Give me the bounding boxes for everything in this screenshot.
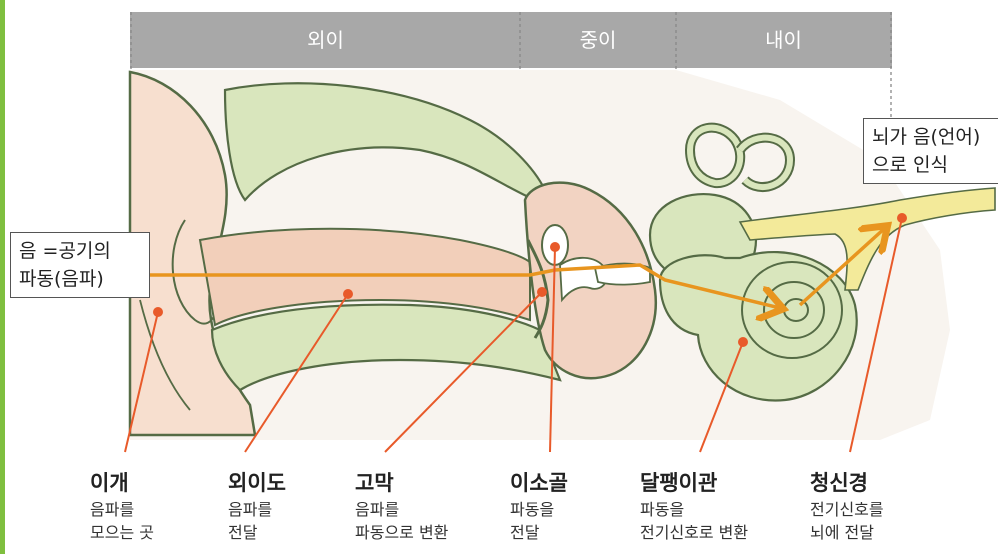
upper-cartilage	[223, 82, 547, 202]
part-desc-line2: 모으는 곳	[90, 523, 154, 542]
dot-eardrum	[537, 287, 547, 297]
part-desc-line1: 음파를	[228, 500, 273, 519]
part-name: 고막	[355, 471, 394, 495]
sound-callout-line2: 파동(음파)	[19, 268, 104, 290]
dot-pinna	[153, 307, 163, 317]
part-name: 이소골	[510, 471, 568, 495]
part-label-pinna: 이개 음파를 모으는 곳	[90, 468, 270, 544]
part-name: 달팽이관	[640, 471, 718, 495]
header-band	[130, 12, 892, 68]
part-name: 외이도	[228, 471, 286, 495]
pointer-ear-canal	[244, 293, 349, 453]
pointer-ossicles	[549, 246, 556, 453]
part-desc-line2: 전달	[510, 523, 540, 542]
dot-auditory-nerve	[897, 213, 907, 223]
part-desc-line1: 음파를	[90, 500, 135, 519]
part-desc-line2: 뇌에 전달	[810, 523, 874, 542]
part-desc-line1: 파동을	[640, 500, 685, 519]
part-label-ear-canal: 외이도 음파를 전달	[228, 468, 408, 544]
brain-callout-line2: 으로 인식	[872, 154, 948, 176]
stapes	[593, 262, 651, 286]
region-outer-ear-label: 외이	[307, 28, 344, 52]
pointer-cochlea	[699, 341, 744, 453]
brain-callout-line1: 뇌가 음(언어)	[872, 126, 981, 148]
region-inner-ear-label: 내이	[765, 28, 802, 52]
region-middle-ear-label: 중이	[579, 28, 617, 52]
semicircular-canal-1-inner	[686, 124, 744, 187]
part-label-ossicles: 이소골 파동을 전달	[510, 468, 690, 544]
sound-path-arrow	[145, 263, 780, 308]
cochlea-spiral-1	[741, 261, 843, 359]
dot-ear-canal	[343, 289, 353, 299]
pointer-pinna	[124, 311, 159, 453]
nerve-signal-arrow	[798, 228, 885, 307]
pinna-fold-2	[139, 299, 191, 411]
part-desc-line2: 파동으로 변환	[355, 523, 449, 542]
pointer-auditory-nerve	[849, 217, 903, 453]
part-desc-line2: 전기신호로 변환	[640, 523, 749, 542]
semicircular-canal-2-inner	[737, 134, 794, 191]
part-desc-line1: 음파를	[355, 500, 400, 519]
sound-callout-line1: 음 =공기의	[19, 240, 111, 262]
part-desc-line1: 파동을	[510, 500, 555, 519]
part-label-cochlea: 달팽이관 파동을 전기신호로 변환	[640, 468, 820, 544]
ear-canal-wall	[198, 227, 531, 327]
pointer-eardrum	[384, 291, 543, 453]
left-accent-stripe	[0, 0, 5, 554]
sound-wave-callout: 음 =공기의 파동(음파)	[10, 232, 150, 298]
part-label-auditory-nerve: 청신경 전기신호를 뇌에 전달	[810, 468, 990, 544]
dot-ossicles	[550, 242, 560, 252]
dot-cochlea	[738, 337, 748, 347]
eardrum	[526, 239, 550, 339]
part-name: 청신경	[810, 471, 868, 495]
part-desc-line1: 전기신호를	[810, 500, 884, 519]
part-name: 이개	[90, 471, 129, 495]
brain-recognition-callout: 뇌가 음(언어) 으로 인식	[863, 118, 998, 184]
part-desc-line2: 전달	[228, 523, 258, 542]
part-label-eardrum: 고막 음파를 파동으로 변환	[355, 468, 535, 544]
